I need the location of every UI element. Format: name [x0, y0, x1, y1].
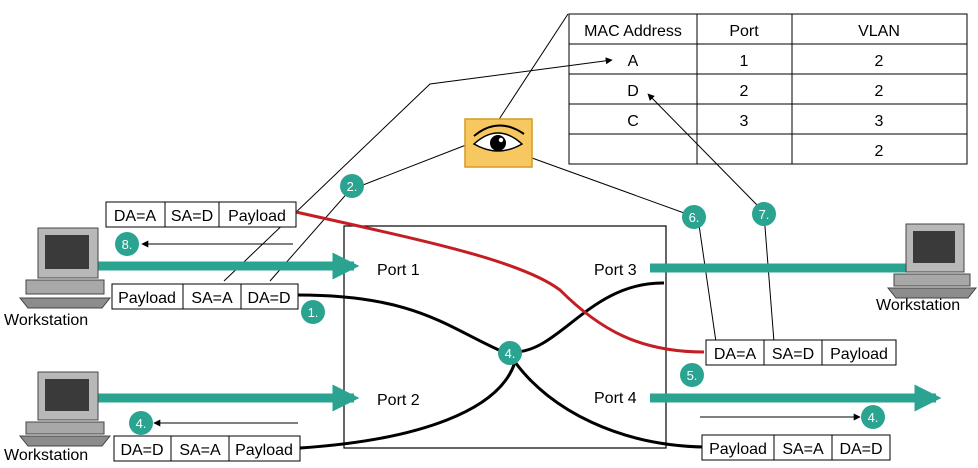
step-badge: 4.	[129, 411, 153, 435]
frame-field: SA=A	[179, 442, 221, 459]
eye-to-da-line	[531, 157, 717, 343]
internal-path-port3	[513, 281, 665, 354]
mac-cell: 2	[875, 53, 884, 70]
frame-field: DA=A	[714, 346, 757, 363]
internal-path-in	[297, 293, 509, 356]
step-label: 4.	[505, 346, 516, 361]
step-badge: 8.	[115, 232, 139, 256]
step-label: 7.	[759, 207, 770, 222]
port3-label: Port 3	[594, 262, 637, 279]
frame-field: Payload	[228, 208, 286, 225]
internal-path-port2	[299, 361, 517, 450]
eye-sight-line	[495, 13, 569, 125]
frame-field: DA=D	[120, 442, 163, 459]
mac-cell: 2	[875, 143, 884, 160]
mac-header-vlan: VLAN	[858, 23, 900, 40]
learn-arrow-a	[223, 57, 613, 282]
workstation-icon	[18, 371, 112, 447]
workstation-icon	[18, 227, 112, 309]
mac-cell: 2	[875, 83, 884, 100]
learn-arrow-d	[647, 93, 758, 206]
mac-cell: A	[628, 53, 639, 70]
frame-field: DA=A	[114, 208, 157, 225]
frame-right-middle: DA=A SA=D Payload	[705, 339, 897, 366]
step-label: 8.	[122, 237, 133, 252]
frame-field: SA=A	[782, 441, 824, 458]
step-badge: 2.	[340, 174, 364, 198]
step-label: 2.	[347, 179, 358, 194]
workstation-icon	[886, 223, 978, 299]
step-badge: 6.	[682, 205, 706, 229]
frame-field: DA=D	[247, 290, 290, 307]
step-label: 4.	[136, 416, 147, 431]
frame-top-out: DA=A SA=D Payload	[105, 201, 297, 228]
port4-label: Port 4	[594, 390, 637, 407]
mac-cell: 3	[875, 113, 884, 130]
frame-bottom-right: Payload SA=A DA=D	[701, 434, 891, 461]
mac-cell: 3	[740, 113, 749, 130]
step-label: 1.	[308, 305, 319, 320]
mac-cell: 1	[740, 53, 749, 70]
step-label: 4.	[868, 410, 879, 425]
sa-d-line	[763, 213, 775, 343]
step-badge: 4.	[498, 341, 522, 365]
frame-field: SA=D	[171, 208, 213, 225]
mac-header-address: MAC Address	[584, 23, 682, 40]
mac-cell: D	[627, 83, 639, 100]
step-badge: 7.	[752, 202, 776, 226]
frame-field: Payload	[235, 442, 293, 459]
step-badge: 5.	[680, 363, 704, 387]
mac-address-table: MAC Address Port VLAN A 1 2 D 2 2 C 3 3 …	[568, 13, 968, 165]
frame-field: Payload	[830, 346, 888, 363]
mac-header-port: Port	[729, 23, 759, 40]
workstation-label-right: Workstation	[876, 297, 960, 314]
step-label: 5.	[687, 368, 698, 383]
workstation-label-top-left: Workstation	[4, 312, 88, 329]
eye-icon	[464, 118, 533, 168]
frame-bottom-left: DA=D SA=A Payload	[113, 435, 301, 462]
step-badge: 1.	[301, 300, 325, 324]
mac-cell: 2	[740, 83, 749, 100]
frame-field: DA=D	[839, 441, 882, 458]
port1-label: Port 1	[377, 262, 420, 279]
step-label: 6.	[689, 210, 700, 225]
frame-field: SA=A	[191, 290, 233, 307]
switch-box	[343, 225, 667, 449]
frame-field: SA=D	[772, 346, 814, 363]
port2-label: Port 2	[377, 392, 420, 409]
frame-top-in: Payload SA=A DA=D	[111, 283, 299, 310]
step-badge: 4.	[861, 405, 885, 429]
mac-cell: C	[627, 113, 639, 130]
internal-path-port4	[513, 361, 707, 449]
workstation-label-bottom-left: Workstation	[4, 447, 88, 463]
frame-field: Payload	[118, 290, 176, 307]
frame-field: Payload	[709, 441, 767, 458]
reply-path	[295, 210, 705, 354]
